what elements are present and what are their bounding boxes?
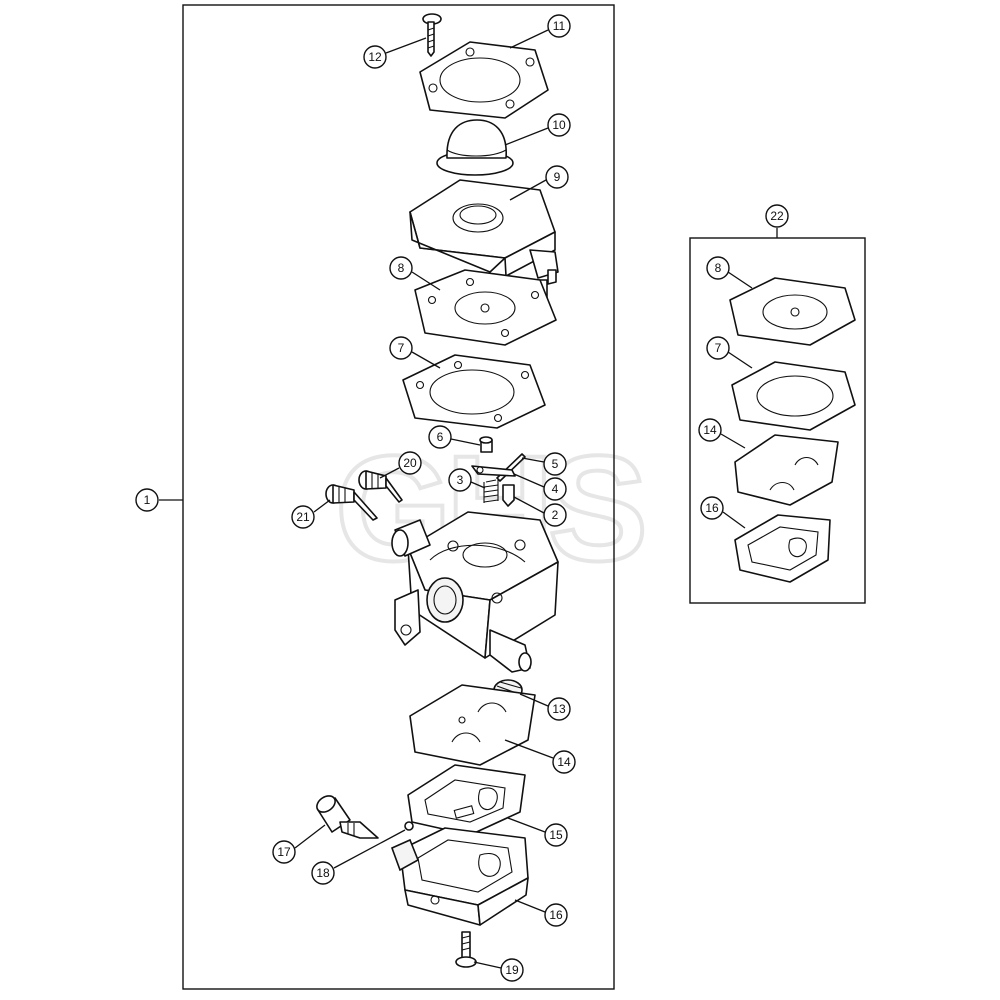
svg-text:6: 6 xyxy=(437,430,444,444)
svg-text:17: 17 xyxy=(277,845,291,859)
kit-callout-16: 16 xyxy=(700,496,724,520)
callout-7: 7 xyxy=(389,336,413,360)
callout-17: 17 xyxy=(272,840,296,864)
plug-screw-part xyxy=(316,795,379,839)
svg-text:1: 1 xyxy=(144,493,151,507)
svg-text:4: 4 xyxy=(552,482,559,496)
svg-text:13: 13 xyxy=(552,702,566,716)
pump-diaphragm-part xyxy=(414,269,557,346)
callout-1: 1 xyxy=(135,488,159,512)
main-assembly-frame xyxy=(182,4,615,990)
svg-text:20: 20 xyxy=(403,456,417,470)
svg-text:18: 18 xyxy=(316,866,330,880)
carburetor-body-part xyxy=(391,511,559,673)
kit-diaphragm-part xyxy=(729,277,856,346)
svg-text:14: 14 xyxy=(557,755,571,769)
svg-text:10: 10 xyxy=(552,118,566,132)
callout-18: 18 xyxy=(311,861,335,885)
kit-callout-8: 8 xyxy=(706,256,730,280)
svg-text:9: 9 xyxy=(554,170,561,184)
metering-cover-part xyxy=(390,827,529,926)
callout-5: 5 xyxy=(543,452,567,476)
callout-16: 16 xyxy=(544,903,568,927)
callout-11: 11 xyxy=(547,14,571,38)
svg-text:15: 15 xyxy=(549,828,563,842)
callout-10: 10 xyxy=(547,113,571,137)
callout-15: 15 xyxy=(544,823,568,847)
kit-metering-diaphragm-part xyxy=(734,434,839,506)
svg-text:11: 11 xyxy=(553,19,566,33)
kit-gasket-part xyxy=(731,361,856,431)
callout-21: 21 xyxy=(291,505,315,529)
svg-text:5: 5 xyxy=(552,457,559,471)
primer-bulb-part xyxy=(436,119,514,176)
svg-text:19: 19 xyxy=(505,963,519,977)
svg-text:8: 8 xyxy=(398,261,405,275)
callout-14: 14 xyxy=(552,750,576,774)
pump-gasket-part xyxy=(402,354,546,429)
svg-text:7: 7 xyxy=(398,341,405,355)
callout-8: 8 xyxy=(389,256,413,280)
screw-part xyxy=(422,13,442,57)
callout-20: 20 xyxy=(398,451,422,475)
callout-2: 2 xyxy=(543,503,567,527)
adjusting-screw-low-part xyxy=(325,484,378,521)
kit-metering-gasket-part xyxy=(734,514,831,583)
cover-screw-part xyxy=(455,931,477,968)
svg-text:12: 12 xyxy=(368,50,382,64)
gasket-top-part xyxy=(419,41,549,119)
metering-diaphragm-part xyxy=(409,684,536,766)
svg-text:22: 22 xyxy=(770,209,784,223)
spring-part xyxy=(483,479,499,503)
metering-gasket-part xyxy=(407,764,526,836)
svg-text:16: 16 xyxy=(705,501,719,515)
svg-text:7: 7 xyxy=(715,341,722,355)
adjusting-screw-high-part xyxy=(358,470,403,503)
callout-13: 13 xyxy=(547,697,571,721)
callout-22: 22 xyxy=(765,204,789,228)
svg-text:16: 16 xyxy=(549,908,563,922)
pump-cover-part xyxy=(409,179,559,285)
callout-9: 9 xyxy=(545,165,569,189)
check-ball-part xyxy=(404,821,414,831)
callout-4: 4 xyxy=(543,477,567,501)
svg-text:3: 3 xyxy=(457,473,464,487)
kit-callout-7: 7 xyxy=(706,336,730,360)
inlet-lever-part xyxy=(471,465,516,477)
svg-text:8: 8 xyxy=(715,261,722,275)
svg-text:21: 21 xyxy=(296,510,310,524)
callout-6: 6 xyxy=(428,425,452,449)
valve-seat-part xyxy=(479,436,493,453)
svg-text:2: 2 xyxy=(552,508,559,522)
callout-19: 19 xyxy=(500,958,524,982)
callout-3: 3 xyxy=(448,468,472,492)
kit-callout-14: 14 xyxy=(698,418,722,442)
inlet-needle-part xyxy=(502,484,515,507)
svg-text:14: 14 xyxy=(703,423,717,437)
callout-12: 12 xyxy=(363,45,387,69)
